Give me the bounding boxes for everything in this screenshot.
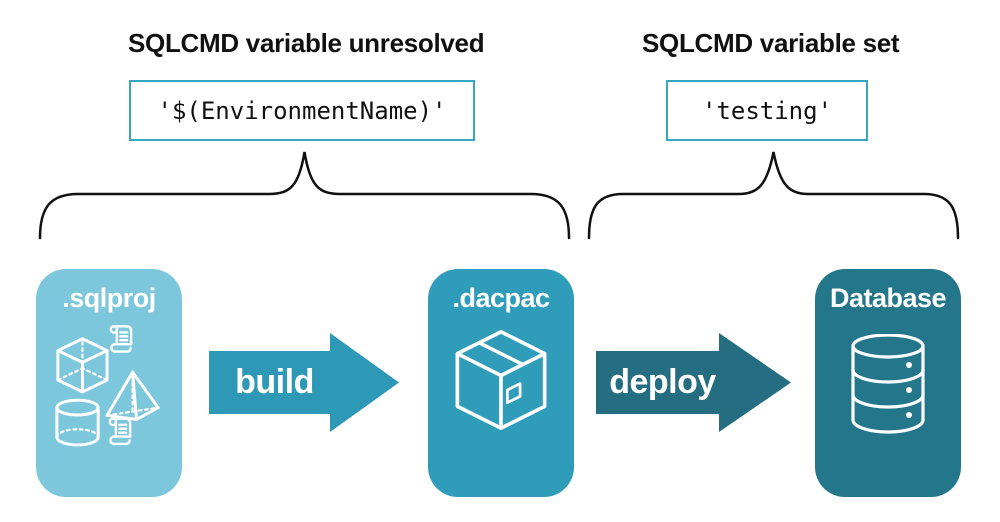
deploy-arrow-polygon xyxy=(596,333,791,432)
card-dacpac: .dacpac xyxy=(428,269,574,497)
left-brace-path xyxy=(38,151,571,240)
package-label-tag xyxy=(506,382,522,405)
deploy-arrow-label: deploy xyxy=(609,363,716,401)
script-scroll-icon xyxy=(109,325,133,353)
build-arrow: build xyxy=(209,333,399,432)
code-box-environment-variable: '$(EnvironmentName)' xyxy=(129,80,475,141)
code-box-testing-value: 'testing' xyxy=(666,80,868,141)
heading-sqlcmd-unresolved: SQLCMD variable unresolved xyxy=(128,28,485,58)
left-curly-brace xyxy=(38,151,571,240)
sql-project-objects-icon xyxy=(55,325,160,447)
cube-icon xyxy=(56,337,109,394)
code-text-environment-variable: '$(EnvironmentName)' xyxy=(157,96,447,125)
build-arrow-shape xyxy=(209,333,399,432)
deploy-arrow-shape xyxy=(596,333,791,432)
build-arrow-polygon xyxy=(209,333,399,432)
package-box-icon xyxy=(455,330,547,430)
build-arrow-label: build xyxy=(235,363,314,401)
deploy-arrow: deploy xyxy=(596,333,791,432)
database-cylinder-icon xyxy=(851,334,925,434)
card-title-dacpac: .dacpac xyxy=(452,283,550,313)
cylinder-icon xyxy=(55,398,100,447)
card-database: Database xyxy=(815,269,961,497)
card-title-database: Database xyxy=(829,283,947,313)
right-curly-brace xyxy=(587,151,960,240)
card-title-sqlproj: .sqlproj xyxy=(62,283,156,313)
database-indicator-dots xyxy=(906,362,912,418)
heading-sqlcmd-set: SQLCMD variable set xyxy=(642,28,900,58)
right-brace-path xyxy=(587,151,960,240)
script-scroll-icon xyxy=(108,417,132,446)
card-sqlproj: .sqlproj xyxy=(36,269,182,497)
pyramid-icon xyxy=(105,370,160,421)
code-text-testing-value: 'testing' xyxy=(701,96,833,125)
